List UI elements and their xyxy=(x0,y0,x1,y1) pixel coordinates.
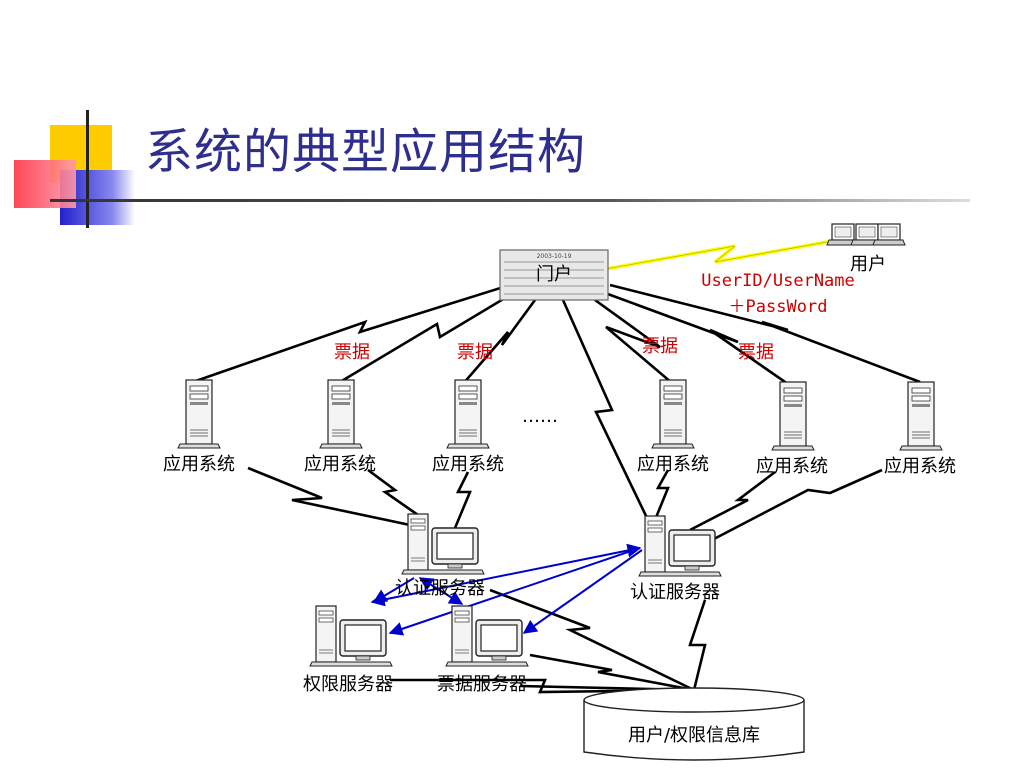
link-app3-auth1 xyxy=(453,471,472,529)
ticket-label: 票据 xyxy=(738,342,774,363)
link-auth2-db xyxy=(688,599,707,691)
arrow-auth1-ticket xyxy=(418,577,464,605)
ticket-server-label: 票据服务器 xyxy=(437,674,527,695)
workstation-icon xyxy=(638,515,722,577)
deco-vertical-bar xyxy=(86,110,89,228)
auth-server-2: 认证服务器 xyxy=(630,515,722,603)
app-label: 应用系统 xyxy=(884,456,956,477)
link-portal-app1 xyxy=(189,283,511,385)
app-label: 应用系统 xyxy=(304,454,376,475)
title-underline xyxy=(50,199,970,202)
app-label: 应用系统 xyxy=(637,454,709,475)
link-portal-auth2 xyxy=(561,299,650,521)
database-label: 用户/权限信息库 xyxy=(628,725,760,746)
credential-label-line2: ＋PassWord xyxy=(729,297,828,317)
ellipsis: …… xyxy=(522,406,558,427)
app-system-5: 应用系统 xyxy=(756,381,828,477)
server-tower-icon xyxy=(177,379,221,449)
portal-label: 门户 xyxy=(536,264,572,285)
app-system-3: 应用系统 xyxy=(432,379,504,475)
ticket-server: 票据服务器 xyxy=(437,605,529,695)
app-system-4: 应用系统 xyxy=(637,379,709,475)
link-app5-auth2 xyxy=(689,470,776,532)
user-node: 用户 xyxy=(826,223,906,275)
workstation-icon xyxy=(401,513,485,575)
link-app1-auth1 xyxy=(247,466,411,527)
server-tower-icon xyxy=(319,379,363,449)
perm-server-label: 权限服务器 xyxy=(303,674,393,695)
app-system-6: 应用系统 xyxy=(884,381,956,477)
ticket-label: 票据 xyxy=(457,342,493,363)
link-app4-auth2 xyxy=(653,469,670,521)
link-auth1-db xyxy=(489,588,695,692)
auth-server-label: 认证服务器 xyxy=(630,582,720,603)
arrow-auth1-perm xyxy=(372,577,415,603)
link-portal-app2 xyxy=(334,290,516,387)
link-portal-app5 xyxy=(604,291,789,386)
link-app6-auth2 xyxy=(711,468,883,542)
arrow-auth2-auth1-a xyxy=(370,543,642,607)
workstation-icon xyxy=(445,605,529,667)
page-title: 系统的典型应用结构 xyxy=(145,124,587,180)
ticket-label: 票据 xyxy=(334,342,370,363)
portal-node: 2003-10-19 门户 xyxy=(499,249,609,301)
app-label: 应用系统 xyxy=(163,454,235,475)
link-user-portal xyxy=(599,238,839,272)
server-tower-icon xyxy=(446,379,490,449)
database-node: 用户/权限信息库 xyxy=(583,687,805,761)
auth-server-1: 认证服务器 xyxy=(395,513,485,599)
ticket-label: 票据 xyxy=(642,336,678,357)
app-label: 应用系统 xyxy=(756,456,828,477)
arrow-auth2-perm xyxy=(388,547,641,636)
link-app2-auth1 xyxy=(367,468,419,517)
user-label: 用户 xyxy=(850,254,886,275)
link-portal-app6 xyxy=(609,283,921,384)
workstation-icon xyxy=(309,605,393,667)
permission-server: 权限服务器 xyxy=(303,605,393,695)
link-portal-app4 xyxy=(594,298,673,384)
server-tower-icon xyxy=(771,381,815,451)
server-tower-icon xyxy=(899,381,943,451)
portal-date: 2003-10-19 xyxy=(537,253,572,260)
server-tower-icon xyxy=(651,379,695,449)
app-system-2: 应用系统 xyxy=(304,379,376,475)
app-system-1: 应用系统 xyxy=(163,379,235,475)
credential-label-line1: UserID/UserName xyxy=(701,271,855,291)
link-portal-app3 xyxy=(461,299,537,386)
app-label: 应用系统 xyxy=(432,454,504,475)
auth-server-label: 认证服务器 xyxy=(395,578,485,599)
link-ticket-db xyxy=(529,653,695,692)
laptop-icon xyxy=(872,223,906,246)
arrow-auth2-ticket xyxy=(522,549,643,634)
